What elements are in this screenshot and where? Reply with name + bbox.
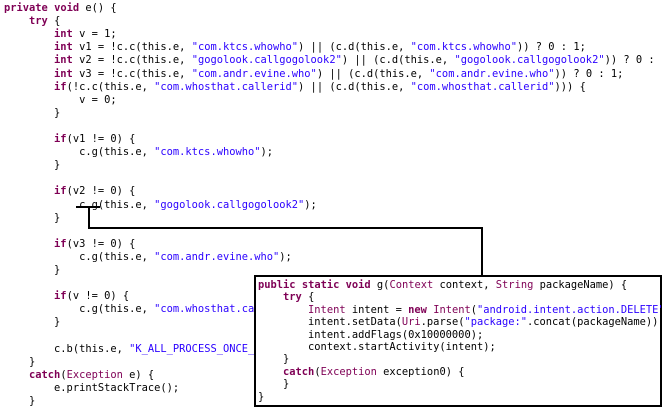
- connector-vertical: [481, 227, 483, 276]
- code-line: }: [258, 378, 290, 391]
- code-line: try {: [283, 291, 315, 304]
- code-line: e.printStackTrace();: [4, 381, 180, 394]
- code-line: }: [4, 159, 61, 172]
- code-line: if(v1 != 0) {: [54, 133, 136, 145]
- code-line: Intent intent = new Intent("android.inte…: [308, 303, 662, 316]
- code-line: int v1 = !c.c(this.e, "com.ktcs.whowho")…: [54, 41, 586, 54]
- code-line: intent.addFlags(0x10000000);: [258, 328, 484, 341]
- code-line: if(v != 0) {: [54, 290, 130, 303]
- code-line: }: [4, 211, 61, 224]
- code-line: int v3 = !c.c(this.e, "com.andr.evine.wh…: [54, 67, 624, 80]
- code-line: private void e() {: [4, 2, 117, 14]
- code-line: c.g(this.e, "gogolook.callgogolook2");: [4, 198, 317, 211]
- code-line: catch(Exception exception0) {: [283, 365, 465, 378]
- code-line: if(v2 != 0) {: [54, 185, 136, 198]
- code-line: c.g(this.e, "com.andr.evine.who");: [4, 250, 292, 263]
- code-line: }: [4, 264, 61, 276]
- code-line: }: [4, 395, 36, 407]
- code-line: }: [4, 316, 61, 329]
- code-line: intent.setData(Uri.parse("package:".conc…: [258, 316, 662, 329]
- code-line: public static void g(Context context, St…: [258, 279, 628, 291]
- connector-tick: [76, 206, 100, 208]
- code-line: catch(Exception e) {: [29, 368, 155, 381]
- code-line: context.startActivity(intent);: [258, 341, 496, 353]
- code-line: }: [4, 355, 36, 368]
- connector-stem: [88, 206, 90, 228]
- code-line: try {: [29, 15, 61, 28]
- code-line: int v2 = !c.c(this.e, "gogolook.callgogo…: [54, 54, 662, 67]
- code-line: if(!c.c(this.e, "com.whosthat.callerid")…: [54, 80, 586, 93]
- code-line: v = 0;: [4, 93, 117, 106]
- code-line: c.g(this.e, "com.ktcs.whowho");: [4, 146, 274, 159]
- code-line: }: [4, 106, 61, 119]
- connector-horizontal: [88, 227, 483, 229]
- code-line: if(v3 != 0) {: [54, 237, 136, 250]
- method-g-popup: public static void g(Context context, St…: [254, 275, 662, 407]
- code-line: }: [258, 353, 290, 366]
- code-line: }: [258, 390, 265, 403]
- code-line: int v = 1;: [54, 28, 117, 41]
